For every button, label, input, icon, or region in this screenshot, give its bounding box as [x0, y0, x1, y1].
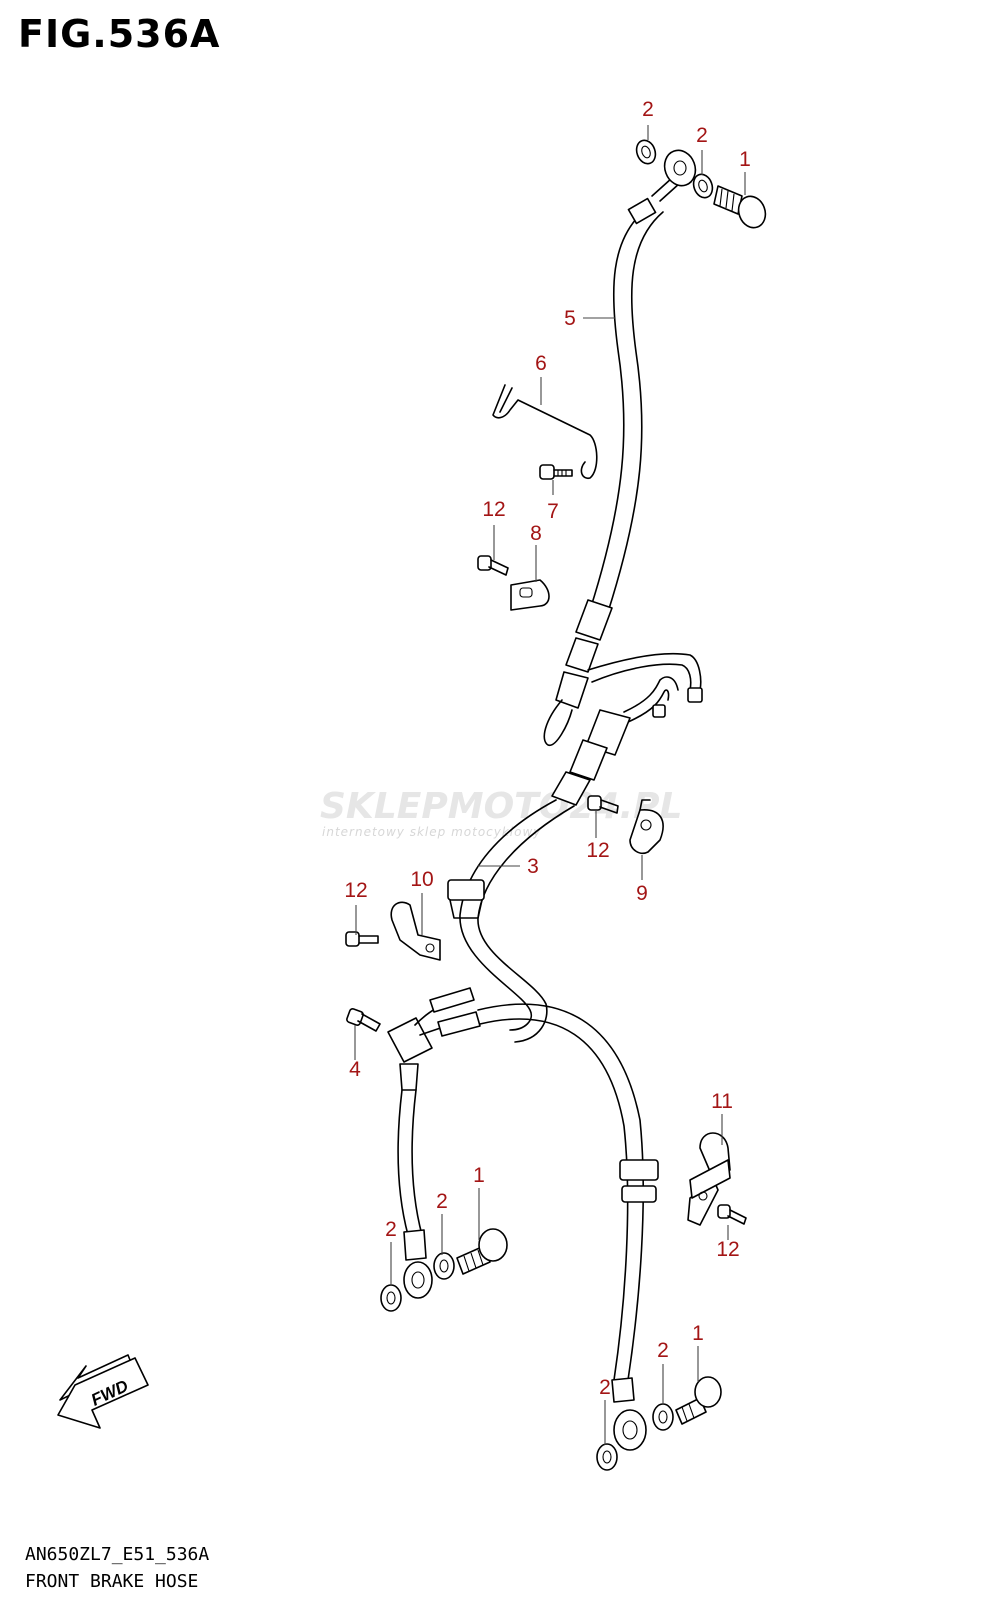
callout-4: 4 [349, 1058, 361, 1081]
clamp-9 [629, 799, 664, 855]
bolt-12-right [717, 1204, 747, 1225]
callout-1-lower-right: 1 [692, 1322, 704, 1345]
bolt-7 [539, 464, 573, 480]
lower-left-washer-outer [380, 1284, 402, 1312]
top-washer-left [635, 139, 657, 165]
figure-name: FRONT BRAKE HOSE [25, 1571, 199, 1592]
callout-11: 11 [711, 1090, 733, 1113]
fwd-arrow: FWD [57, 1354, 149, 1429]
callout-5: 5 [564, 307, 576, 330]
hose-guide-wire [492, 384, 598, 480]
callout-numbers: 2 2 1 5 6 7 12 8 3 12 9 12 10 4 11 1 2 2… [344, 98, 751, 1399]
callout-1-lower-left: 1 [473, 1164, 485, 1187]
callout-2-lower-left-outer: 2 [385, 1218, 397, 1241]
lower-left-union-bolt [456, 1228, 508, 1275]
callout-3: 3 [527, 855, 539, 878]
callout-2-top-right: 2 [696, 124, 708, 147]
callout-2-lower-right-outer: 2 [599, 1376, 611, 1399]
lower-right-washer-inner [652, 1403, 674, 1431]
hose-junction [543, 599, 703, 806]
leader-lines [354, 125, 746, 1445]
callout-12-upper: 12 [482, 498, 505, 521]
bolt-12-left [345, 931, 379, 947]
top-union-bolt [713, 185, 767, 229]
svg-text:internetowy sklep motocyklowy: internetowy sklep motocyklowy [322, 825, 541, 839]
figure-title: FIG.536A [18, 12, 221, 56]
model-code: AN650ZL7_E51_536A [25, 1544, 210, 1565]
callout-12-left: 12 [344, 879, 367, 902]
upper-brake-hose [589, 149, 697, 613]
callout-12-middle: 12 [586, 839, 609, 862]
callout-2-lower-right-inner: 2 [657, 1339, 669, 1362]
callout-6: 6 [535, 352, 547, 375]
svg-text:SKLEPMOTO24.PL: SKLEPMOTO24.PL [320, 786, 682, 827]
callout-12-right: 12 [716, 1238, 739, 1261]
bolt-12-upper [477, 555, 509, 576]
clamp-11 [687, 1132, 731, 1226]
clamp-10 [390, 901, 441, 961]
bolt-12-middle [587, 795, 619, 814]
callout-8: 8 [530, 522, 542, 545]
lower-junction-block [387, 987, 481, 1063]
clamp-8 [510, 579, 550, 611]
lower-left-washer-inner [433, 1252, 455, 1280]
callout-10: 10 [410, 868, 433, 891]
right-lower-hose [477, 1003, 659, 1451]
callout-1-top: 1 [739, 148, 751, 171]
watermark: SKLEPMOTO24.PL internetowy sklep motocyk… [320, 786, 682, 839]
lower-right-union-bolt [675, 1376, 722, 1425]
callout-2-top-left: 2 [642, 98, 654, 121]
left-lower-hose [397, 1063, 433, 1299]
bolt-4 [346, 1008, 381, 1032]
callout-9: 9 [636, 882, 648, 905]
callout-7: 7 [547, 500, 559, 523]
lower-right-washer-outer [596, 1443, 618, 1471]
callout-2-lower-left-inner: 2 [436, 1190, 448, 1213]
top-washer-right [692, 173, 714, 199]
